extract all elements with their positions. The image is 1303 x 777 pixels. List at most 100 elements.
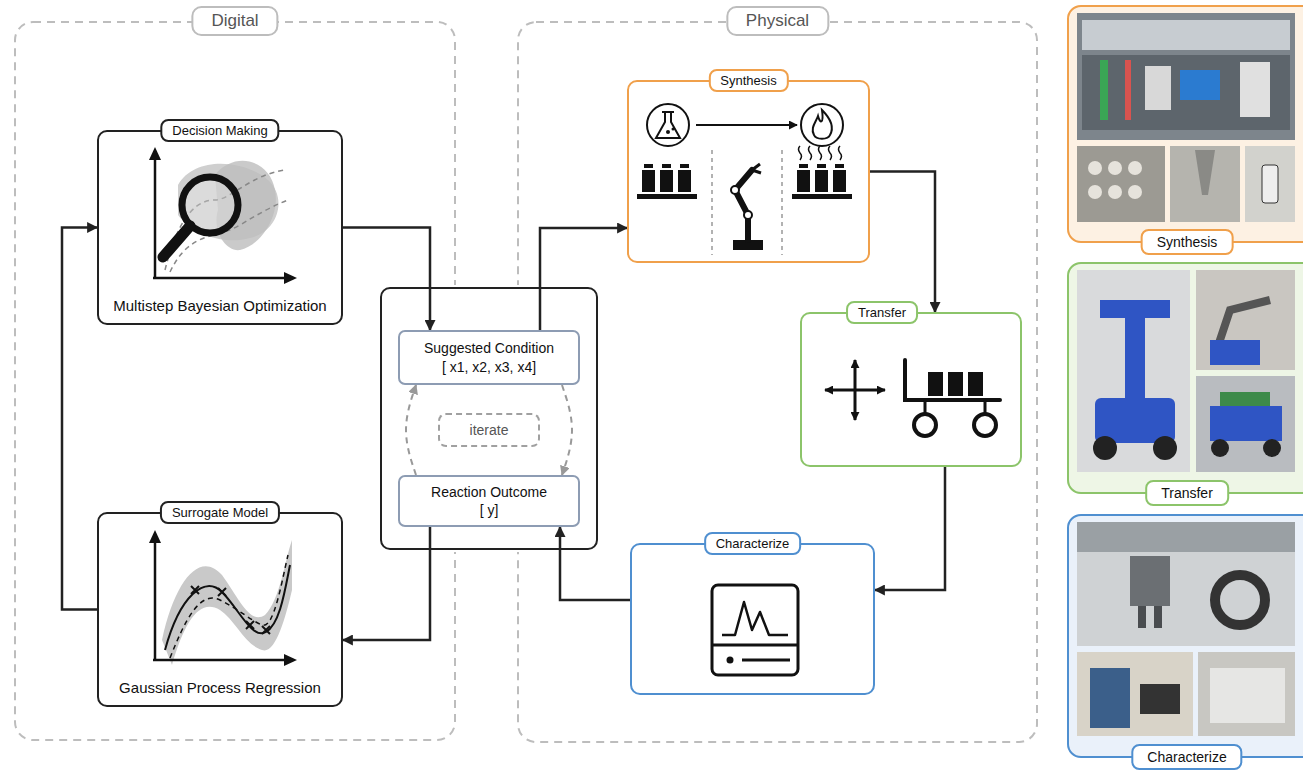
box-title: Synthesis — [708, 69, 788, 92]
synthesis-photo — [1128, 161, 1142, 175]
synthesis-photo — [1088, 185, 1102, 199]
synthesis-icons — [799, 146, 842, 160]
region-outline — [518, 22, 1037, 742]
instrument-photo — [1140, 684, 1180, 714]
photo-panel: Synthesis — [1067, 5, 1303, 243]
robot-photo — [1211, 439, 1229, 457]
surrogate-chart — [170, 555, 288, 658]
box-caption: Gaussian Process Regression — [119, 679, 321, 696]
flow-arrow — [343, 527, 430, 640]
characterize-icon — [712, 644, 798, 647]
synthesis-icons — [711, 150, 713, 255]
instrument-photo — [1077, 522, 1295, 736]
flow-arrow — [870, 172, 935, 313]
transfer-icons — [925, 400, 985, 413]
synthesis-icons — [817, 164, 826, 168]
process-box: Decision MakingMultistep Bayesian Optimi… — [97, 130, 343, 325]
synthesis-photo — [1125, 60, 1131, 120]
surrogate-chart — [149, 530, 161, 543]
synthesis-icons — [781, 150, 783, 255]
panel-ground — [1067, 5, 1303, 243]
characterize-icon — [742, 659, 790, 662]
transfer-icons — [948, 372, 963, 396]
instrument-photo — [1138, 606, 1146, 628]
synthesis-photo — [1077, 146, 1165, 222]
surrogate-chart — [154, 535, 157, 660]
state-text: Suggested Condition — [424, 339, 554, 357]
instrument-photo — [1130, 556, 1170, 606]
stage-box: Characterize — [630, 543, 875, 695]
box-title: Characterize — [704, 532, 802, 555]
robot-photo — [1196, 376, 1295, 472]
region-frame: DigitalDecision MakingMultistep Bayesian… — [15, 22, 455, 740]
synthesis-icons — [662, 164, 671, 168]
flow-arrow — [875, 467, 945, 590]
synthesis-photo — [1128, 185, 1142, 199]
state-text: iterate — [470, 421, 509, 439]
instrument-photo — [1215, 575, 1265, 625]
state-box: Reaction Outcome[ y] — [398, 475, 580, 527]
synthesis-photo — [1108, 185, 1122, 199]
panel-title: Characterize — [1131, 744, 1242, 770]
characterize-icon — [712, 585, 798, 675]
synthesis-icons — [647, 104, 689, 146]
transfer-icons — [905, 360, 1000, 400]
instrument-photo — [1090, 668, 1130, 728]
panel-ground — [1067, 5, 1303, 758]
state-text: [ y] — [480, 501, 499, 519]
iterate-box: iterate — [438, 413, 540, 447]
instrument-photo — [1210, 668, 1285, 723]
synthesis-photo — [1088, 161, 1102, 175]
synthesis-photo — [1262, 165, 1278, 203]
robot-photo — [1077, 270, 1295, 472]
instrument-photo — [1077, 522, 1295, 552]
surrogate-chart — [165, 565, 290, 650]
synthesis-icons — [815, 170, 828, 192]
robot-photo — [1210, 340, 1260, 365]
connector-group — [62, 172, 945, 641]
process-box: Surrogate ModelGaussian Process Regressi… — [97, 512, 343, 707]
box-title: Transfer — [846, 301, 918, 324]
decision-chart — [149, 147, 161, 160]
synthesis-icons — [792, 194, 852, 199]
synthesis-icons — [835, 164, 844, 168]
surrogate-chart — [162, 540, 292, 665]
robot-photo — [1093, 436, 1117, 460]
transfer-icons — [854, 360, 857, 420]
robot-photo — [1210, 406, 1282, 441]
synthesis-icons — [813, 110, 832, 139]
synthesis-icons — [642, 170, 655, 192]
robot-photo — [1125, 318, 1145, 398]
transfer-icons — [968, 372, 983, 396]
region-frame: PhysicalSynthesisTransferCharacterize — [518, 22, 1037, 742]
surrogate-chart — [191, 586, 270, 634]
panel-ground — [1067, 262, 1303, 494]
box-caption: Multistep Bayesian Optimization — [113, 297, 326, 314]
photo-panel: Transfer — [1067, 262, 1303, 494]
synthesis-icons — [680, 164, 689, 168]
decision-chart — [149, 147, 297, 284]
characterize-icon — [712, 585, 798, 675]
characterize-icon — [727, 657, 734, 664]
transfer-icons — [928, 372, 943, 396]
synthesis-icons — [678, 170, 691, 192]
instrument-photo — [1154, 606, 1162, 628]
flow-arrow — [560, 527, 630, 600]
transfer-icons — [825, 360, 1000, 436]
synthesis-icons — [799, 164, 808, 168]
state-text: [ x1, x2, x3, x4] — [442, 358, 536, 376]
synthesis-photo — [1145, 66, 1171, 110]
synthesis-icons — [660, 170, 673, 192]
flow-arrow — [343, 228, 430, 331]
synthesis-icons — [744, 211, 752, 219]
robot-photo — [1100, 300, 1170, 318]
box-title: Surrogate Model — [160, 501, 280, 524]
synthesis-photo — [1082, 55, 1290, 130]
region-title: Digital — [191, 6, 278, 36]
synthesis-icons — [637, 194, 697, 199]
region-title: Physical — [726, 6, 829, 36]
synthesis-photo — [1180, 70, 1220, 100]
robot-photo — [1263, 439, 1281, 457]
